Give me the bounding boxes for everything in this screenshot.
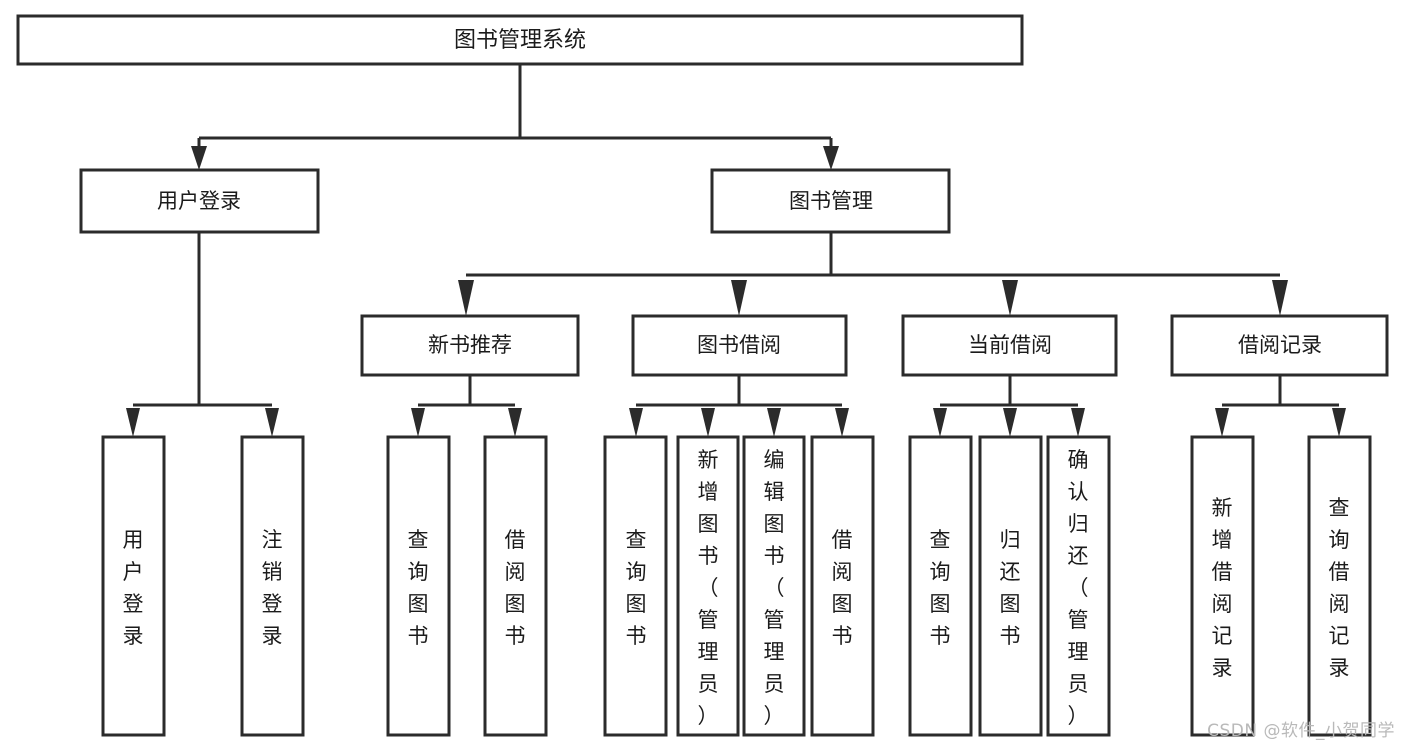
arrowhead-new-book-recommend	[458, 280, 474, 316]
leaf-confirm-return-label: 确认归还（管理员）	[1068, 448, 1089, 728]
leaf-edit-book[interactable]: 编辑图书（管理员）	[742, 435, 806, 737]
leaf-borrow-book-1-box[interactable]	[483, 435, 548, 737]
node-current-borrow-box[interactable]	[901, 314, 1118, 377]
arrowhead-leaf-query-book-1	[411, 408, 425, 437]
node-book-management-box[interactable]	[710, 168, 951, 234]
arrowhead-leaf-borrow-book-1	[508, 408, 522, 437]
leaf-query-book-1-label: 查询图书	[408, 528, 429, 648]
leaf-return-book-label: 归还图书	[1000, 528, 1021, 648]
leaf-query-book-3-label: 查询图书	[930, 528, 951, 648]
leaf-user-logout-label: 注销登录	[262, 528, 283, 648]
node-book-borrow-box[interactable]	[631, 314, 848, 377]
node-book-management[interactable]: 图书管理	[710, 168, 951, 234]
arrowhead-book-borrow	[731, 280, 747, 316]
leaf-edit-book-box[interactable]	[742, 435, 806, 737]
leaf-borrow-book-1-label: 借阅图书	[505, 528, 526, 648]
connector-group-borrow-record	[1215, 375, 1346, 437]
connector-group-book-management	[458, 232, 1288, 316]
node-borrow-record-box[interactable]	[1170, 314, 1389, 377]
leaf-query-book-1-box[interactable]	[386, 435, 451, 737]
node-borrow-record[interactable]: 借阅记录	[1170, 314, 1389, 377]
node-user-login[interactable]: 用户登录	[79, 168, 320, 234]
arrowhead-leaf-query-book-3	[933, 408, 947, 437]
leaf-add-book-box[interactable]	[676, 435, 740, 737]
leaf-add-book-label: 新增图书（管理员）	[698, 448, 719, 728]
arrowhead-leaf-add-record	[1215, 408, 1229, 437]
arrowhead-leaf-edit-book	[767, 408, 781, 437]
leaf-query-record-box[interactable]	[1307, 435, 1372, 737]
node-user-login-box[interactable]	[79, 168, 320, 234]
node-new-book-recommend-label: 新书推荐	[428, 333, 512, 357]
leaf-confirm-return[interactable]: 确认归还（管理员）	[1046, 435, 1111, 737]
node-current-borrow[interactable]: 当前借阅	[901, 314, 1118, 377]
leaf-query-book-2-box[interactable]	[603, 435, 668, 737]
node-new-book-recommend-box[interactable]	[360, 314, 580, 377]
node-user-login-label: 用户登录	[157, 189, 241, 213]
arrowhead-current-borrow	[1002, 280, 1018, 316]
arrowhead-leaf-user-login	[126, 408, 140, 437]
leaf-add-record[interactable]: 新增借阅记录	[1190, 435, 1255, 737]
leaf-edit-book-label: 编辑图书（管理员）	[764, 448, 785, 728]
leaf-user-logout[interactable]: 注销登录	[240, 435, 305, 737]
node-root-label: 图书管理系统	[454, 28, 586, 53]
arrowhead-leaf-confirm-return	[1071, 408, 1085, 437]
arrowhead-borrow-record	[1272, 280, 1288, 316]
leaf-add-record-label: 新增借阅记录	[1212, 496, 1233, 680]
leaf-query-book-2[interactable]: 查询图书	[603, 435, 668, 737]
leaf-borrow-book-2-label: 借阅图书	[832, 528, 853, 648]
node-book-borrow-label: 图书借阅	[697, 333, 781, 357]
connector-group-book-borrow	[629, 375, 849, 437]
leaf-user-login-label: 用户登录	[123, 528, 144, 648]
csdn-watermark: CSDN @软件_小贺同学	[1207, 721, 1395, 741]
leaf-confirm-return-box[interactable]	[1046, 435, 1111, 737]
leaf-query-book-1[interactable]: 查询图书	[386, 435, 451, 737]
leaf-query-book-3[interactable]: 查询图书	[908, 435, 973, 737]
leaf-query-book-3-box[interactable]	[908, 435, 973, 737]
arrowhead-book-management	[823, 146, 839, 170]
leaf-query-record[interactable]: 查询借阅记录	[1307, 435, 1372, 737]
arrowhead-leaf-query-record	[1332, 408, 1346, 437]
leaf-borrow-book-2[interactable]: 借阅图书	[810, 435, 875, 737]
leaf-user-login[interactable]: 用户登录	[101, 435, 166, 737]
connector-group-root	[191, 64, 839, 170]
node-book-borrow[interactable]: 图书借阅	[631, 314, 848, 377]
connector-group-user-login	[126, 232, 279, 437]
leaf-return-book-box[interactable]	[978, 435, 1043, 737]
node-current-borrow-label: 当前借阅	[968, 333, 1052, 357]
node-book-management-label: 图书管理	[789, 189, 873, 213]
arrowhead-leaf-return-book	[1003, 408, 1017, 437]
leaf-user-login-box[interactable]	[101, 435, 166, 737]
node-new-book-recommend[interactable]: 新书推荐	[360, 314, 580, 377]
node-root-box[interactable]	[16, 14, 1024, 66]
connector-group-new-book-recommend	[411, 375, 522, 437]
arrowhead-leaf-borrow-book-2	[835, 408, 849, 437]
leaf-add-record-box[interactable]	[1190, 435, 1255, 737]
node-borrow-record-label: 借阅记录	[1238, 333, 1322, 357]
leaf-borrow-book-1[interactable]: 借阅图书	[483, 435, 548, 737]
arrowhead-leaf-user-logout	[265, 408, 279, 437]
arrowhead-leaf-query-book-2	[629, 408, 643, 437]
connector-group-current-borrow	[933, 375, 1085, 437]
leaf-return-book[interactable]: 归还图书	[978, 435, 1043, 737]
leaf-borrow-book-2-box[interactable]	[810, 435, 875, 737]
arrowhead-leaf-add-book	[701, 408, 715, 437]
arrowhead-user-login	[191, 146, 207, 170]
leaf-add-book[interactable]: 新增图书（管理员）	[676, 435, 740, 737]
leaf-query-book-2-label: 查询图书	[626, 528, 647, 648]
leaf-query-record-label: 查询借阅记录	[1329, 496, 1350, 680]
leaf-user-logout-box[interactable]	[240, 435, 305, 737]
node-root[interactable]: 图书管理系统	[16, 14, 1024, 66]
